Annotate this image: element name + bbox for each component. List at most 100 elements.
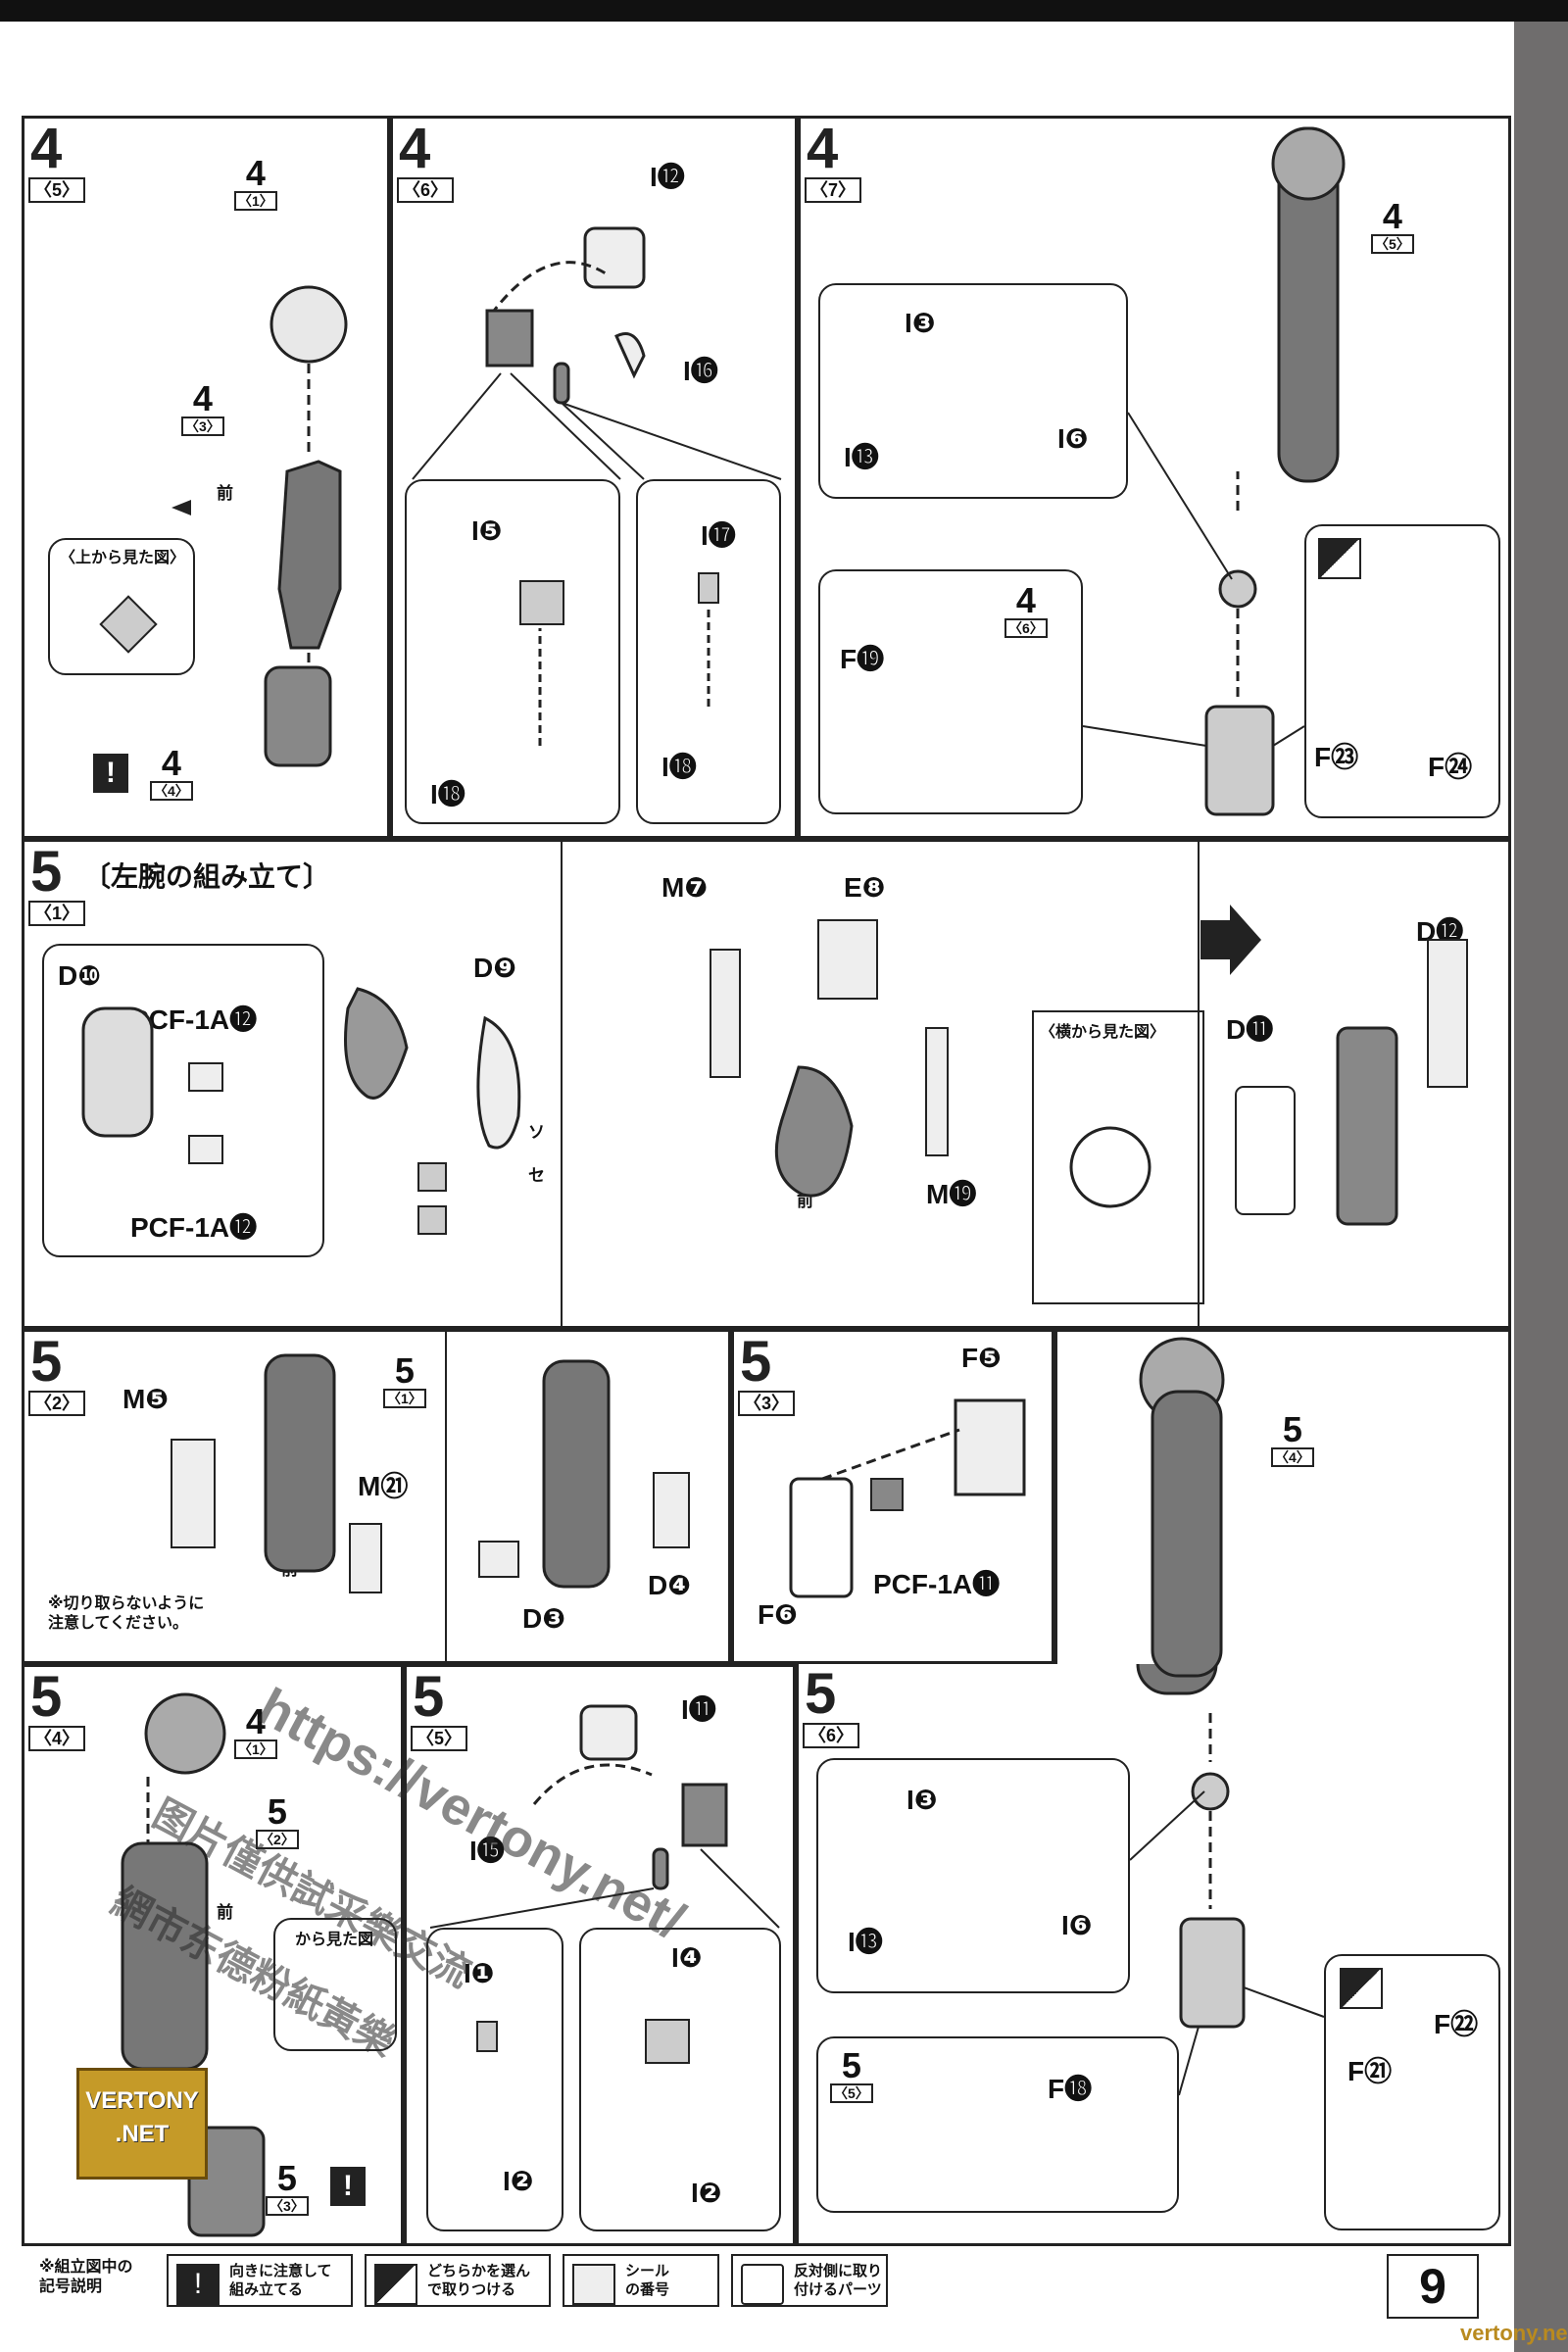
step-number: 4 [30, 117, 63, 180]
side-view-label: 〈横から見た図〉 [1040, 1024, 1166, 1041]
part-label: F⓲ [1048, 2074, 1093, 2104]
part-label: M⓳ [926, 1179, 977, 1209]
step-sub: 〈4〉 [28, 1726, 86, 1751]
part-label: F㉓ [1314, 742, 1359, 772]
caution-icon: ! [93, 754, 128, 793]
top-view-label: 〈上から見た図〉 [60, 550, 186, 566]
step-number: 4 [399, 117, 431, 180]
part-label: I❻ [1061, 1910, 1093, 1940]
part-label: I❹ [671, 1942, 703, 1973]
ref-badge: 4〈1〉 [234, 1704, 277, 1759]
panel-step-5-1: 5 〈1〉 〔左腕の組み立て〕 D❿ PCF-1A⓬ PCF-1A⓬ D❾ ソ … [22, 839, 1511, 1329]
part-label: F❺ [961, 1343, 1002, 1373]
part-label: F❻ [758, 1599, 798, 1630]
detail-inset [816, 2036, 1179, 2213]
opposite-side-icon [741, 2264, 784, 2305]
seal-number: ソ [528, 1123, 545, 1142]
top-view-inset [273, 1918, 397, 2051]
part-label: I⓱ [701, 520, 736, 551]
part-label: D❸ [522, 1603, 565, 1634]
step-sub: 〈7〉 [805, 177, 862, 203]
part-label: PCF-1A⓫ [873, 1569, 1001, 1599]
part-label: M❺ [122, 1384, 170, 1414]
part-label: D❾ [473, 953, 516, 983]
step-sub: 〈2〉 [28, 1391, 86, 1416]
step-sub: 〈3〉 [738, 1391, 796, 1416]
part-label: F㉑ [1348, 2056, 1393, 2086]
panel-step-5-6: 5 〈6〉 I❸ I⓭ I❻ 5〈5〉 F⓲ F㉑ F㉒ [796, 1664, 1511, 2246]
part-label: PCF-1A⓬ [130, 1212, 258, 1243]
caution-icon: ! [176, 2264, 220, 2305]
part-label: I⓲ [430, 779, 466, 809]
ref-badge: 4〈4〉 [150, 746, 193, 801]
detail-inset [405, 479, 620, 824]
legend-caution: ! 向きに注意して組み立てる [167, 2254, 353, 2307]
choice-icon [1318, 538, 1361, 581]
step-number: 5 [413, 1665, 445, 1729]
part-label: I⓰ [683, 356, 718, 386]
part-label: I⓬ [650, 162, 685, 192]
symbol-legend: ※組立図中の記号説明 ! 向きに注意して組み立てる どちらかを選んで取りつける … [39, 2254, 892, 2313]
ref-badge: 4〈6〉 [1004, 583, 1048, 638]
page-number: 9 [1387, 2254, 1479, 2319]
ref-badge: 5〈1〉 [383, 1353, 426, 1408]
step-number: 5 [30, 1330, 63, 1394]
panel-step-5-4-arm: 5〈4〉 [1054, 1329, 1511, 1664]
part-label: I❸ [906, 1785, 938, 1815]
choice-icon [374, 2264, 417, 2305]
ref-badge: 5〈5〉 [830, 2048, 873, 2103]
hand-parts-illustration [429, 1704, 780, 2064]
seal-number: セ [528, 1166, 545, 1185]
part-label: I❸ [905, 308, 936, 338]
step-sub: 〈5〉 [411, 1726, 468, 1751]
upper-arm-illustration [121, 1692, 266, 2237]
part-label: F㉔ [1428, 752, 1473, 782]
panel-step-5-3: 5 〈3〉 F❺ F❻ PCF-1A⓫ [731, 1329, 1054, 1664]
detail-inset [818, 283, 1128, 499]
footer-url: vertony.net [1460, 2321, 1568, 2345]
detail-inset [426, 1928, 564, 2231]
side-border [1514, 22, 1568, 2352]
hand-parts-illustration [412, 226, 782, 746]
top-view-label: から見た図 [295, 1932, 374, 1948]
vertony-logo: VERTONY .NET [76, 2068, 208, 2180]
choice-icon [1340, 1968, 1383, 2011]
legend-title: ※組立図中の記号説明 [39, 2259, 133, 2295]
step-number: 5 [30, 840, 63, 904]
ref-badge: 4〈5〉 [1371, 199, 1414, 254]
top-border [0, 0, 1568, 22]
part-label: I⓯ [469, 1836, 505, 1866]
part-label: F⓳ [840, 644, 885, 674]
part-label: I⓲ [662, 752, 697, 782]
step-number: 5 [740, 1330, 772, 1394]
part-label: I⓭ [848, 1927, 883, 1957]
seal-icon [572, 2264, 615, 2305]
part-label: D❿ [58, 960, 101, 991]
detail-inset [818, 569, 1083, 814]
forearm-illustration [171, 1332, 690, 1661]
panel-step-4-5: 4 〈5〉 4〈1〉 4〈3〉 前 〈上から見た図〉 ! 4〈4〉 [22, 116, 390, 839]
part-label: F㉒ [1434, 2009, 1479, 2039]
arm-hand-illustration [1082, 126, 1346, 816]
part-label: I❶ [464, 1958, 495, 1988]
step-sub: 〈5〉 [28, 177, 86, 203]
ref-badge: 4〈3〉 [181, 381, 224, 436]
cut-caution-note: ※切り取らないように注意してください。 [48, 1595, 205, 1632]
front-label: 前 [217, 484, 233, 503]
step-sub: 〈6〉 [397, 177, 455, 203]
panel-step-5-4: 5 〈4〉 4〈1〉 5〈2〉 前 から見た図 5〈3〉 ! [22, 1664, 404, 2246]
step-number: 5 [30, 1665, 63, 1729]
part-label: I❻ [1057, 423, 1089, 454]
ref-badge: 5〈3〉 [266, 2161, 309, 2216]
panel-step-4-7: 4 〈7〉 4〈5〉 I❸ I⓭ I❻ F⓳ 4〈6〉 F㉓ F㉔ [798, 116, 1511, 839]
section-title: 〔左腕の組み立て〕 [83, 861, 331, 892]
legend-choice: どちらかを選んで取りつける [365, 2254, 551, 2307]
ref-badge: 4〈1〉 [234, 156, 277, 211]
legend-seal: シールの番号 [563, 2254, 719, 2307]
detail-inset [579, 1928, 781, 2231]
front-label: 前 [217, 1903, 233, 1922]
part-label: D⓫ [1226, 1014, 1274, 1045]
step-sub: 〈1〉 [28, 901, 86, 926]
